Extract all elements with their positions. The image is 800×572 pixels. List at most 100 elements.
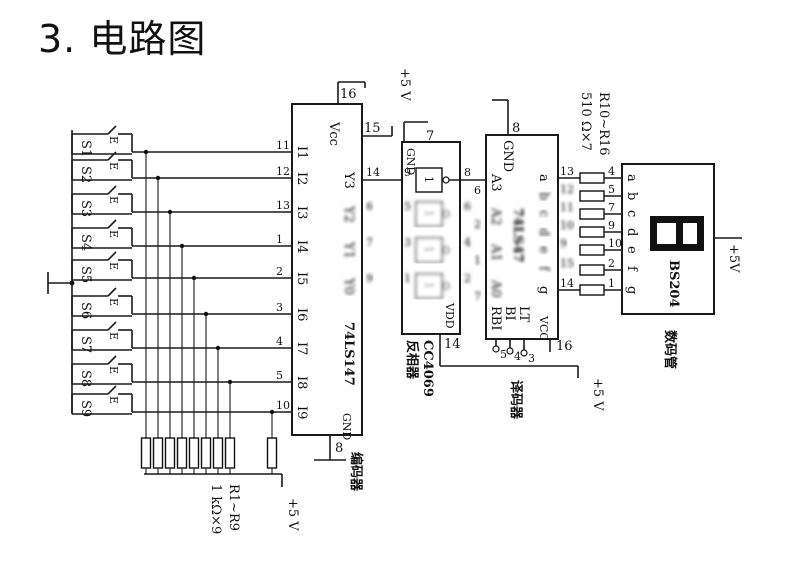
- segment-resistor: [579, 284, 605, 296]
- display-segment-label: f: [624, 266, 639, 272]
- inverter-part-label: CC4069: [420, 340, 435, 397]
- decoder-input-pin: 6: [474, 184, 481, 197]
- pullup-value: 1 kΩ×9: [208, 484, 223, 534]
- switch-mark: E: [107, 262, 120, 270]
- decoder-segment-pin: 14: [560, 277, 574, 290]
- inverter-in-pin: 5: [404, 200, 411, 213]
- decoder-segment-label: f: [536, 266, 551, 272]
- display-supply-label: +5V: [726, 244, 741, 273]
- switch-mark: E: [107, 162, 120, 170]
- switch-label: S9: [78, 400, 93, 417]
- switch-s9: S9 E: [71, 385, 133, 417]
- decoder-vcc-pin: 16: [556, 339, 573, 354]
- switch-mark: E: [107, 396, 120, 404]
- decoder-control-pin: 4: [514, 350, 521, 363]
- pullup-resistor: [224, 437, 236, 469]
- encoder-supply-label: +5 V: [397, 68, 412, 101]
- inverter-out-pin: 4: [464, 236, 471, 249]
- decoder-segment-pin: 12: [560, 183, 574, 196]
- switch-s2: S2 E: [71, 151, 133, 183]
- decoder-control-label: LT: [516, 306, 531, 323]
- switch-label: S3: [78, 200, 93, 217]
- decoder-input-pin: 1: [474, 254, 481, 267]
- pullup-label: R1~R9: [226, 484, 241, 531]
- decoder-control-pin: 3: [528, 352, 535, 365]
- decoder-chip: GND 74LS47 8 VCC 16 +5 V 译码器 A36A22A11A0…: [449, 99, 605, 420]
- switch-mark: E: [107, 196, 120, 204]
- inverter-gate-label: 1: [422, 282, 435, 289]
- encoder-output-pin: 7: [366, 236, 373, 249]
- seven-segment-icon: [650, 216, 704, 251]
- encoder-input-pin: 10: [276, 399, 290, 412]
- decoder-segment-pin: 9: [560, 237, 567, 250]
- inverter-out-pin: 6: [464, 200, 471, 213]
- segment-resistor: [579, 244, 605, 256]
- decoder-control-label: RBI: [488, 306, 503, 330]
- decoder-input-label: A0: [488, 279, 503, 298]
- decoder-segment-label: g: [536, 286, 551, 294]
- decoder-input-label: A1: [488, 243, 503, 262]
- segment-resistor: [579, 208, 605, 220]
- encoder-gnd-label: GND: [340, 413, 353, 440]
- encoder-output-label: Y2: [341, 205, 356, 223]
- switch-label: S6: [78, 302, 93, 319]
- pullup-resistor: [152, 437, 164, 469]
- encoder-input-pin: 4: [276, 335, 283, 348]
- encoder-output-label: Y3: [341, 171, 356, 189]
- display-segment-pin: 1: [608, 277, 615, 290]
- encoder-output-pin: 6: [366, 200, 373, 213]
- inverter-caption: 反相器: [404, 340, 420, 380]
- page-title: 3. 电路图: [38, 17, 207, 61]
- switch-label: S2: [78, 166, 93, 183]
- display-segment-pin: 5: [608, 183, 615, 196]
- inverter-in-pin: 9: [404, 166, 411, 179]
- decoder-segment-label: c: [536, 210, 551, 217]
- encoder-input-label: I5: [294, 272, 309, 285]
- display-segment-pin: 10: [608, 237, 622, 250]
- switch-mark: E: [107, 230, 120, 238]
- decoder-supply-label: +5 V: [590, 378, 605, 411]
- decoder-caption: 译码器: [508, 380, 523, 420]
- encoder-input-label: I3: [294, 206, 309, 219]
- display-part-label: BS204: [666, 260, 681, 308]
- encoder-output-label: Y0: [341, 277, 356, 295]
- decoder-segment-pin: 15: [560, 257, 574, 270]
- encoder-output-label: Y1: [341, 241, 356, 259]
- encoder-input-pin: 3: [276, 301, 283, 314]
- encoder-input-pin: 13: [276, 199, 290, 212]
- switch-mark: E: [107, 366, 120, 374]
- encoder-input-label: I7: [294, 342, 309, 355]
- switch-mark: E: [107, 136, 120, 144]
- encoder-input-pin: 2: [276, 265, 283, 278]
- inverter-out-pin: 8: [464, 166, 471, 179]
- display-segment-label: b: [624, 192, 639, 200]
- encoder-input-label: I9: [294, 406, 309, 419]
- display-segment-label: e: [624, 246, 639, 254]
- encoder-input-label: I1: [294, 146, 309, 159]
- encoder-part-label: 74LS147: [341, 322, 356, 386]
- switch-label: S5: [78, 266, 93, 283]
- encoder-input-pin: 12: [276, 165, 290, 178]
- encoder-input-pin: 1: [276, 233, 283, 246]
- segres-label: R10~R16: [596, 92, 611, 156]
- display-caption: 数码管: [662, 330, 678, 369]
- encoder-gnd-pin: 8: [335, 441, 343, 456]
- encoder-input-label: I2: [294, 172, 309, 185]
- inverter-gate-label: 1: [422, 246, 435, 253]
- pullup-resistor: [200, 437, 212, 469]
- pullup-resistors: +5 V R1~R9 1 kΩ×9: [140, 152, 300, 534]
- pullup-resistor: [266, 437, 278, 469]
- decoder-input-label: A2: [488, 207, 503, 226]
- pullup-resistor: [176, 437, 188, 469]
- decoder-segment-pin: 11: [560, 201, 574, 214]
- pullup-resistor: [188, 437, 200, 469]
